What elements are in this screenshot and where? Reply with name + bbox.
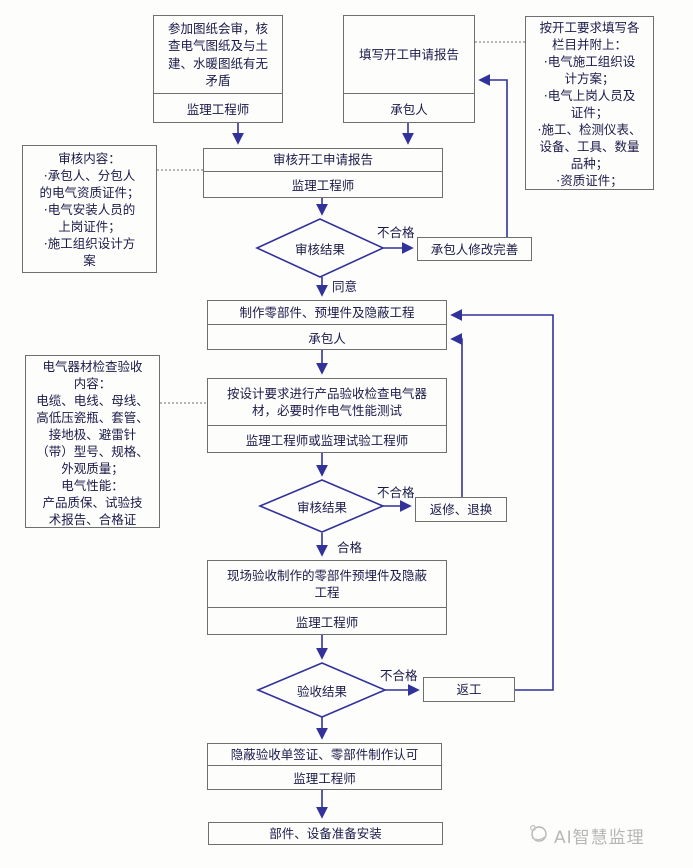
decision3-diamond <box>255 662 388 718</box>
node-fill-report-role: 承包人 <box>344 93 474 122</box>
node-contractor-fix-text: 承包人修改完善 <box>430 241 519 257</box>
loop-repair-to-makeparts <box>450 333 463 498</box>
note-requirements: 按开工要求填写各 栏目并附上： ·电气施工组织设 计方案； ·电气上岗人员及 证… <box>525 16 654 190</box>
watermark-label: AI智慧监理 <box>554 828 645 848</box>
node-product-check: 按设计要求进行产品验收检查电气器 材，必要时作电气性能测试 监理工程师或监理试验… <box>207 378 447 453</box>
node-review-report: 审核开工申请报告 监理工程师 <box>203 148 443 198</box>
note-review-content-text: 审核内容： ·承包人、分包人 的电气资质证件； ·电气安装人员的 上岗证件； ·… <box>39 150 140 268</box>
decision2-diamond <box>257 479 386 533</box>
node-product-check-text: 按设计要求进行产品验收检查电气器 材，必要时作电气性能测试 <box>226 385 427 418</box>
node-repair-return-text: 返修、退换 <box>429 502 493 517</box>
node-make-parts-text: 制作零部件、预埋件及隐蔽工程 <box>239 304 415 320</box>
node-fill-report-text: 填写开工申请报告 <box>358 46 459 62</box>
node-rework-text: 返工 <box>456 682 482 697</box>
node-fill-report: 填写开工申请报告 承包人 <box>343 15 475 123</box>
node-review-drawings-role: 监理工程师 <box>154 93 282 122</box>
note-material-check: 电气器材检查验收 内容： 电缆、电线、母线、 高低压瓷瓶、套管、 接地极、避雷针… <box>25 355 160 528</box>
edge-label-agree: 同意 <box>332 279 358 294</box>
node-review-drawings: 参加图纸会审，核 查电气图纸及与土 建、水暖图纸有无 矛盾 监理工程师 <box>153 15 283 123</box>
edge-label-fail3: 不合格 <box>380 668 418 683</box>
node-rework: 返工 <box>423 677 515 702</box>
node-make-parts-role: 承包人 <box>208 324 446 349</box>
decision1-diamond <box>255 218 385 278</box>
node-contractor-fix: 承包人修改完善 <box>417 237 532 261</box>
node-prepare-install-text: 部件、设备准备安装 <box>269 826 382 841</box>
node-review-drawings-text: 参加图纸会审，核 查电气图纸及与土 建、水暖图纸有无 矛盾 <box>167 21 268 88</box>
node-sign-accept-text: 隐蔽验收单签证、零部件制作认可 <box>230 747 419 762</box>
edge-label-fail1: 不合格 <box>377 225 415 240</box>
node-review-report-role: 监理工程师 <box>204 171 442 197</box>
decision2-label: 审核结果 <box>296 499 347 515</box>
node-repair-return: 返修、退换 <box>415 497 507 522</box>
watermark: AI智慧监理 <box>527 822 645 849</box>
decision1-label: 审核结果 <box>294 241 345 257</box>
node-site-accept-text: 现场验收制作的零部件预埋件及隐蔽 工程 <box>226 567 427 600</box>
node-review-report-text: 审核开工申请报告 <box>272 152 373 168</box>
loop-rework-to-makeparts <box>450 309 554 691</box>
node-sign-accept: 隐蔽验收单签证、零部件制作认可 监理工程师 <box>207 743 442 790</box>
note-review-content: 审核内容： ·承包人、分包人 的电气资质证件； ·电气安装人员的 上岗证件； ·… <box>22 145 157 273</box>
node-prepare-install: 部件、设备准备安装 <box>208 822 443 845</box>
node-make-parts: 制作零部件、预埋件及隐蔽工程 承包人 <box>207 300 447 350</box>
edge-label-pass: 合格 <box>337 540 363 555</box>
note-requirements-text: 按开工要求填写各 栏目并附上： ·电气施工组织设 计方案； ·电气上岗人员及 证… <box>537 20 642 188</box>
node-sign-accept-role: 监理工程师 <box>208 765 441 789</box>
node-product-check-role: 监理工程师或监理试验工程师 <box>208 425 446 452</box>
note-material-check-text: 电气器材检查验收 内容： 电缆、电线、母线、 高低压瓷瓶、套管、 接地极、避雷针… <box>36 359 149 527</box>
watermark-logo-icon <box>527 822 549 849</box>
loop-contractorfix-to-fillreport <box>478 74 508 237</box>
decision3-label: 验收结果 <box>296 683 347 699</box>
node-site-accept: 现场验收制作的零部件预埋件及隐蔽 工程 监理工程师 <box>207 560 447 635</box>
edge-label-fail2: 不合格 <box>377 485 415 500</box>
node-site-accept-role: 监理工程师 <box>208 607 446 634</box>
